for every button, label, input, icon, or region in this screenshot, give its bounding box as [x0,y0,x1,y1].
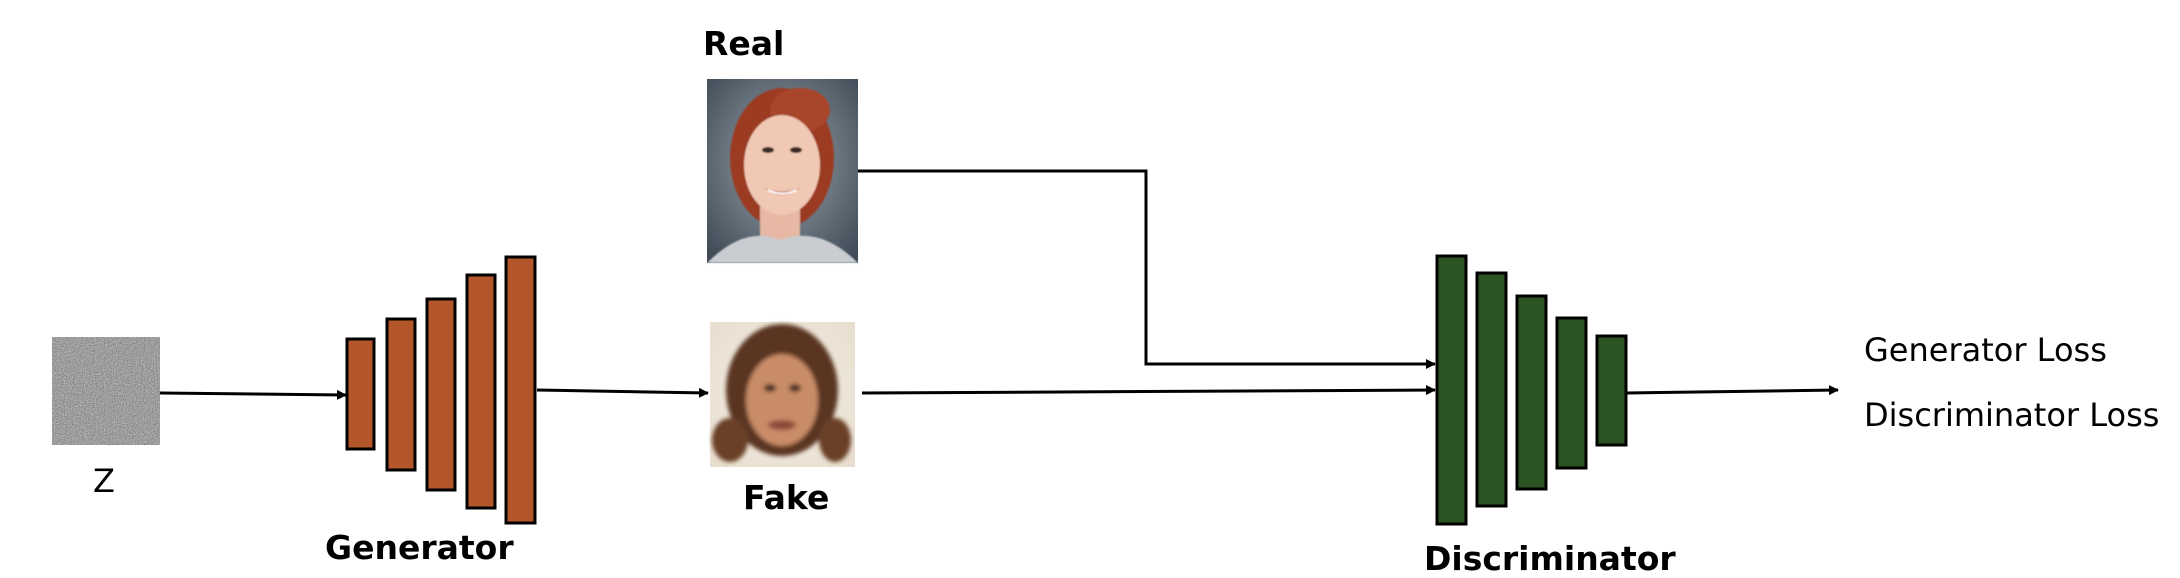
discriminator-network [1435,254,1628,526]
fake-label: Fake [743,478,830,517]
discriminator-layer-1 [1435,254,1468,526]
arrow-generator-to-fake [536,387,709,398]
discriminator-layer-3 [1515,294,1548,491]
discriminator-layer-2 [1475,271,1508,508]
discriminator-layer-4 [1555,316,1588,470]
generator-layer-1 [345,337,376,451]
real-label: Real [703,24,785,63]
real-face-photo [707,79,858,263]
generator-layer-5 [504,255,537,525]
generator-layer-2 [385,317,417,472]
discriminator-loss-label: Discriminator Loss [1864,396,2160,434]
generator-label: Generator [325,528,514,567]
generator-loss-label: Generator Loss [1864,331,2107,369]
noise-input-image [52,337,160,445]
arrow-noise-to-generator [159,389,347,400]
arrow-real-to-discriminator [858,169,1436,369]
discriminator-layer-5 [1595,334,1628,447]
fake-generated-face [710,322,855,467]
arrow-fake-to-discriminator [861,385,1436,396]
z-label: Z [93,462,115,500]
generator-layer-3 [425,297,457,492]
generator-layer-4 [465,273,497,510]
generator-network [345,255,537,525]
discriminator-label: Discriminator [1424,539,1676,578]
arrow-discriminator-to-loss [1626,385,1839,396]
